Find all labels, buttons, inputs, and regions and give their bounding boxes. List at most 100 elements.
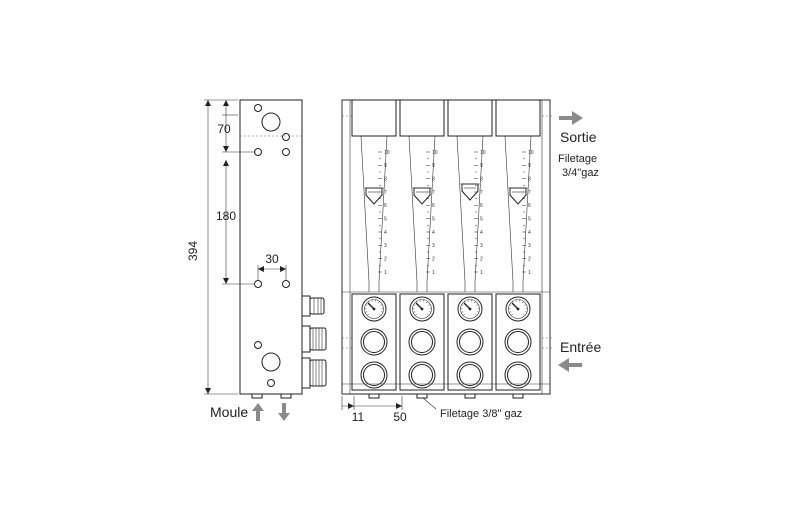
float-indicator <box>509 187 527 205</box>
scale-label: 10 <box>480 150 486 156</box>
scale-label: 6 <box>528 203 531 209</box>
scale-label: 7 <box>528 190 531 196</box>
dim-hole-width: 30 <box>265 252 279 266</box>
bottom-port <box>512 393 524 399</box>
manifold-outline <box>341 99 551 395</box>
scale-label: 4 <box>480 230 483 236</box>
inlet-block <box>351 293 397 391</box>
scale-label: 1 <box>384 270 387 276</box>
gauge-needle <box>463 302 471 310</box>
side-fitting-middle <box>301 325 327 353</box>
hole <box>254 280 262 288</box>
scale-label: 10 <box>432 150 438 156</box>
flow-tube <box>456 135 484 292</box>
flow-tube <box>408 135 436 292</box>
scale-label: 9 <box>528 163 531 169</box>
bottom-port <box>280 393 292 399</box>
flow-tube <box>504 135 532 292</box>
outlet-block <box>351 99 397 137</box>
arrow-left-icon <box>558 358 582 372</box>
port <box>360 361 388 389</box>
scale-label: 5 <box>384 216 387 222</box>
port <box>456 361 484 389</box>
flow-tube <box>360 135 388 292</box>
scale-label: 6 <box>384 203 387 209</box>
dim-upper-offset: 70 <box>217 122 231 136</box>
hole <box>254 341 262 349</box>
hole <box>282 133 290 141</box>
scale-label: 4 <box>384 230 387 236</box>
scale-label: 2 <box>480 256 483 262</box>
inlet-thread-label: Filetage 3/8" gaz <box>440 408 522 420</box>
inlet-block <box>447 293 493 391</box>
hole <box>267 379 275 387</box>
gauge-dial <box>457 296 483 322</box>
gauge-needle <box>511 302 519 310</box>
hole <box>282 280 290 288</box>
port <box>504 361 532 389</box>
scale-label: 7 <box>432 190 435 196</box>
port <box>504 328 532 356</box>
arrow-down-icon <box>278 403 290 421</box>
large-hole-top <box>261 112 281 132</box>
scale-label: 6 <box>480 203 483 209</box>
scale-label: 8 <box>528 176 531 182</box>
bottom-port <box>464 393 476 399</box>
port <box>408 328 436 356</box>
inlet-block <box>399 293 445 391</box>
outlet-block <box>399 99 445 137</box>
bottom-port <box>251 393 263 399</box>
hole <box>282 148 290 156</box>
side-plate-outline <box>239 99 303 395</box>
outlet-thread-line1: Filetage <box>558 153 597 165</box>
scale-label: 9 <box>480 163 483 169</box>
scale-label: 9 <box>432 163 435 169</box>
scale-label: 6 <box>432 203 435 209</box>
port <box>456 328 484 356</box>
float-indicator <box>365 187 383 205</box>
scale-label: 8 <box>480 176 483 182</box>
scale-label: 3 <box>480 243 483 249</box>
side-fitting-bottom <box>301 357 327 389</box>
scale-label: 2 <box>432 256 435 262</box>
large-hole-bottom <box>261 352 281 372</box>
scale-label: 1 <box>480 270 483 276</box>
scale-label: 8 <box>384 176 387 182</box>
outlet-block <box>447 99 493 137</box>
inlet-label: Entrée <box>560 339 601 355</box>
scale-label: 1 <box>432 270 435 276</box>
scale-label: 4 <box>432 230 435 236</box>
gauge-dial <box>505 296 531 322</box>
scale-label: 9 <box>384 163 387 169</box>
outlet-label: Sortie <box>560 129 597 145</box>
dim-pitch: 50 <box>393 410 407 424</box>
gauge-dial <box>409 296 435 322</box>
scale-label: 3 <box>384 243 387 249</box>
gauge-needle <box>415 302 423 310</box>
flowmeter-1: 10 9 8 7 6 5 4 3 2 1 <box>351 99 397 399</box>
arrow-right-icon <box>559 111 583 125</box>
scale-label: 5 <box>528 216 531 222</box>
scale-label: 5 <box>432 216 435 222</box>
front-view: 1098765432110987654321109876543211098765… <box>341 99 601 424</box>
outlet-block <box>495 99 541 137</box>
side-fitting-top <box>301 295 325 317</box>
mold-label: Moule <box>210 404 248 420</box>
scale-label: 5 <box>480 216 483 222</box>
scale-label: 3 <box>432 243 435 249</box>
scale-label: 10 <box>384 150 390 156</box>
port <box>360 328 388 356</box>
inlet-block <box>495 293 541 391</box>
arrow-up-icon <box>252 403 264 421</box>
float-indicator <box>413 187 431 205</box>
scale-label: 2 <box>384 256 387 262</box>
scale-label: 3 <box>528 243 531 249</box>
dim-height-total: 394 <box>186 241 200 261</box>
scale-label: 2 <box>528 256 531 262</box>
side-view: 394 70 180 30 Moule <box>186 99 327 421</box>
scale-label: 7 <box>384 190 387 196</box>
